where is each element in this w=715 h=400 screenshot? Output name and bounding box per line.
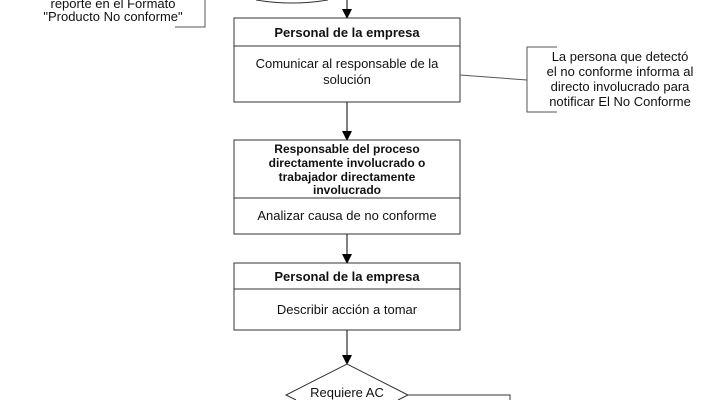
step-box-3: Personal de la empresa Describir acción …: [233, 262, 461, 331]
top-note: reporte en el Formato "Producto No confo…: [43, 0, 206, 28]
note-connector: [459, 74, 528, 81]
step-role: involucrado: [313, 183, 381, 197]
right-note-line: el no conforme informa al: [547, 64, 694, 79]
step-role: Personal de la empresa: [274, 25, 420, 40]
step-role: directamente involucrado o: [269, 156, 426, 170]
step-role: Personal de la empresa: [274, 269, 420, 284]
step-action: Comunicar al responsable de la: [256, 56, 440, 71]
right-note-line: notificar El No Conforme: [549, 94, 691, 109]
right-note: La persona que detectó el no conforme in…: [526, 46, 694, 113]
step-role: Responsable del proceso: [274, 142, 419, 156]
start-terminator: [255, 0, 329, 4]
step-box-2: Responsable del proceso directamente inv…: [233, 139, 461, 235]
top-note-line: "Producto No conforme": [43, 9, 183, 24]
step-box-1: Personal de la empresa Comunicar al resp…: [233, 17, 461, 103]
step-role: trabajador directamente: [279, 170, 416, 184]
step-action: Analizar causa de no conforme: [257, 208, 436, 223]
step-action: solución: [323, 72, 371, 87]
step-action: Describir acción a tomar: [277, 302, 418, 317]
top-note-line: reporte en el Formato: [50, 0, 175, 11]
right-note-line: directo involucrado para: [551, 79, 691, 94]
right-note-line: La persona que detectó: [552, 49, 689, 64]
decision-diamond: Requiere AC: [284, 363, 511, 400]
decision-label: Requiere AC: [310, 385, 384, 400]
